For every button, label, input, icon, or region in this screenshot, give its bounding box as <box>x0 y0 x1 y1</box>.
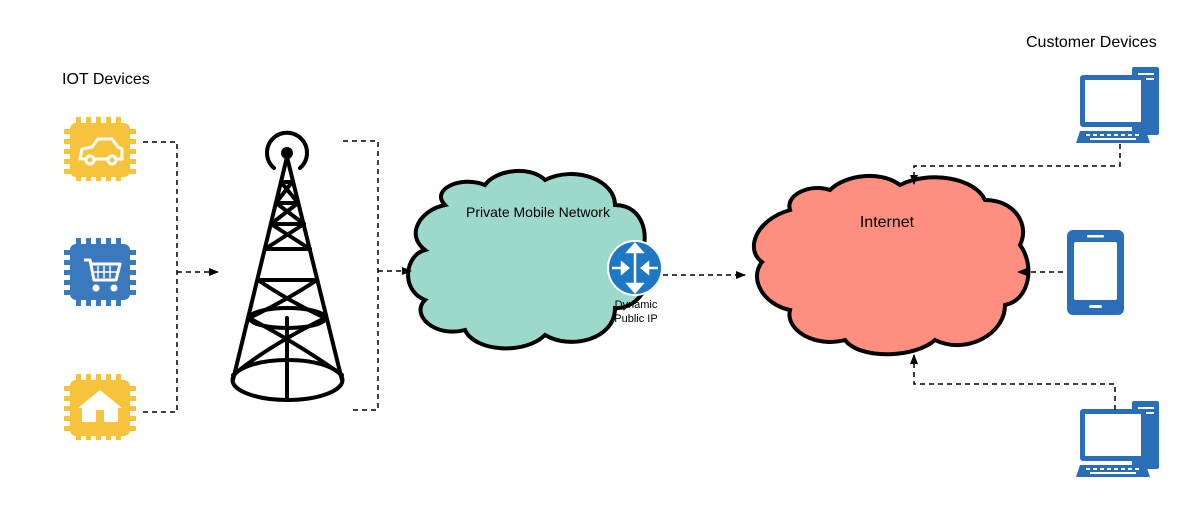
private-mobile-network-label: Private Mobile Network <box>466 204 611 220</box>
internet-label: Internet <box>860 214 915 231</box>
internet-cloud: Internet <box>751 173 1031 357</box>
private-mobile-network-cloud: Private Mobile Network <box>406 168 651 351</box>
desktop-computer-icon <box>1076 401 1159 477</box>
shopping-cart-chip-icon <box>64 238 136 306</box>
cell-tower-icon <box>230 130 345 402</box>
connectors <box>143 140 1121 413</box>
iot-devices-label: IOT Devices <box>62 71 150 88</box>
iot-bracket-connector <box>143 141 178 413</box>
desktop-top-to-internet-arrow <box>910 144 1121 185</box>
house-chip-icon <box>64 374 136 440</box>
desktop-bottom-to-internet-arrow <box>910 354 1116 410</box>
router-icon: Dynamic Public IP <box>607 240 663 325</box>
mobile-phone-icon <box>1067 230 1124 315</box>
router-label-line2: Public IP <box>614 313 657 325</box>
desktop-computer-icon <box>1076 67 1159 143</box>
tower-bracket-connector <box>343 140 379 411</box>
car-chip-icon <box>64 117 136 181</box>
customer-devices-label: Customer Devices <box>1026 34 1157 51</box>
router-label-line1: Dynamic <box>615 299 658 311</box>
